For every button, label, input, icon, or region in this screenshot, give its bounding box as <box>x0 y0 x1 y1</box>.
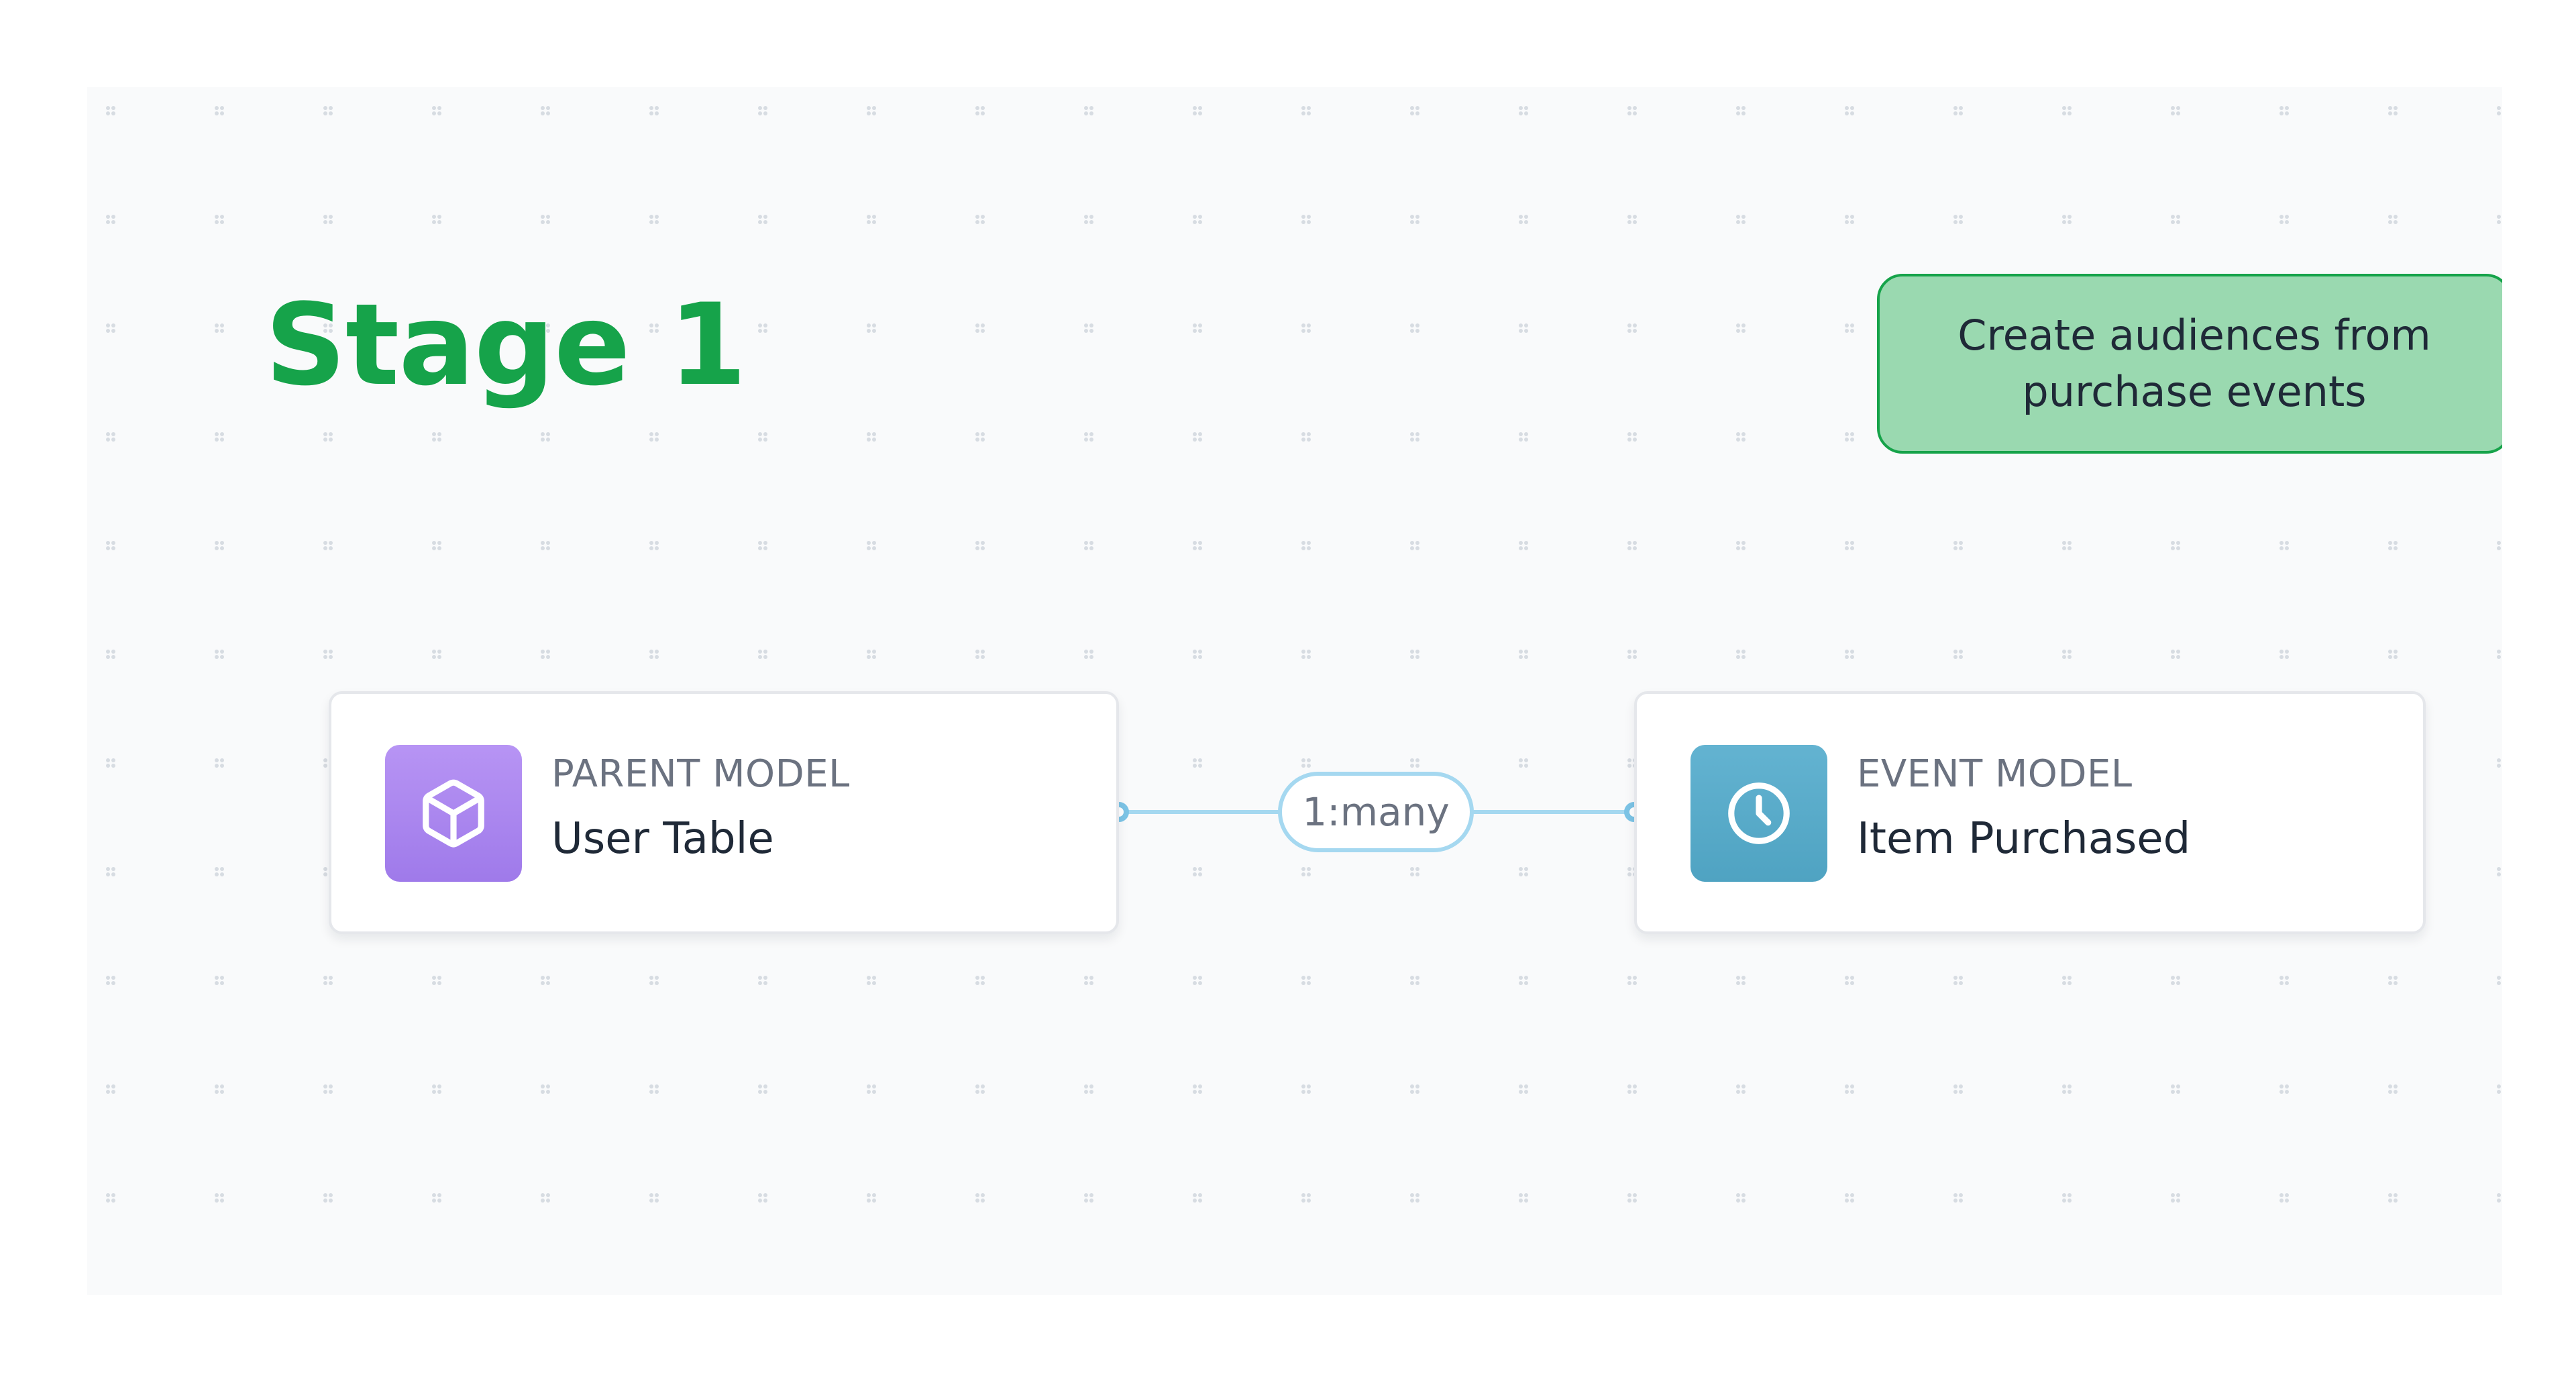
relationship-label[interactable]: 1:many <box>1278 772 1474 852</box>
parent-model-kind: PARENT MODEL <box>551 752 850 796</box>
diagram-canvas[interactable]: Stage 1 Create audiences from purchase e… <box>87 87 2502 1295</box>
event-model-name: Item Purchased <box>1857 814 2191 864</box>
relationship-label-text: 1:many <box>1302 789 1450 835</box>
callout-line-1: Create audiences from <box>1957 311 2431 360</box>
stage-title: Stage 1 <box>265 279 747 411</box>
parent-model-name: User Table <box>551 814 774 864</box>
callout-text: Create audiences from purchase events <box>1957 307 2431 420</box>
clock-icon <box>1690 745 1827 882</box>
callout-note: Create audiences from purchase events <box>1877 274 2502 454</box>
event-model-node[interactable]: EVENT MODEL Item Purchased <box>1634 691 2426 934</box>
parent-model-node[interactable]: PARENT MODEL User Table <box>329 691 1119 934</box>
event-model-kind: EVENT MODEL <box>1857 752 2133 796</box>
callout-line-2: purchase events <box>2022 367 2367 416</box>
cube-icon <box>385 745 522 882</box>
